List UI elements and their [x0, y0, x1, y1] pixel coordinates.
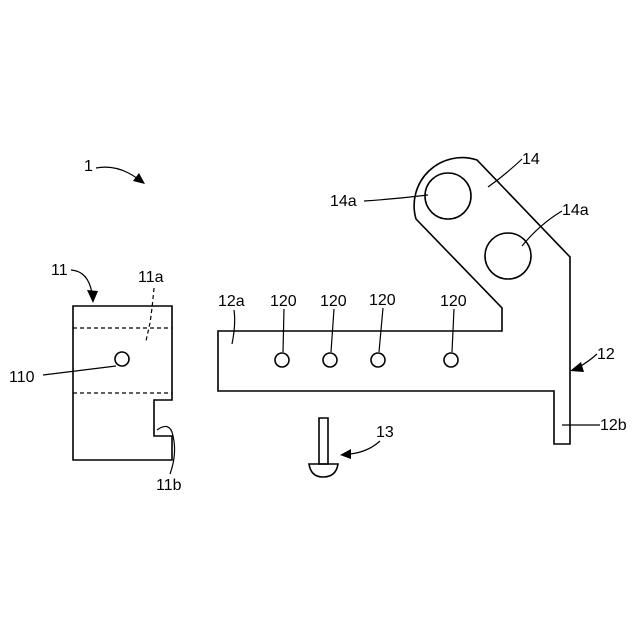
- block-hole: [115, 352, 129, 366]
- plate-hole-leader-3: [379, 308, 383, 352]
- plate-arrowhead: [570, 362, 584, 372]
- bracket-leader: [488, 159, 522, 187]
- screw-shank: [319, 418, 328, 464]
- screw-head: [309, 464, 338, 477]
- plate-label: 12: [597, 346, 615, 363]
- plate-hole-2: [323, 353, 337, 367]
- block-hole-label: 110: [9, 369, 35, 386]
- block-hole-leader: [43, 366, 116, 375]
- block-part: 11 11a 110 11b: [9, 262, 182, 494]
- block-groove-leader: [146, 288, 154, 341]
- block-notch-label: 11b: [156, 477, 182, 494]
- assembly-reference: 1: [84, 158, 145, 184]
- plate-hole-leader-1: [283, 309, 284, 352]
- plate-hole-1: [275, 353, 289, 367]
- assembly-arrowhead: [133, 173, 145, 184]
- screw-label: 13: [376, 424, 394, 441]
- bracket-hole-lower-label: 14a: [562, 202, 589, 219]
- screw-part: 13: [309, 418, 394, 477]
- plate-part: 120 120 120 120 12a 12 12b 14a 14a 14: [218, 151, 627, 444]
- block-leader: [71, 270, 92, 293]
- plate-hole-label-2: 120: [320, 293, 347, 310]
- bracket-hole-lower: [485, 233, 531, 279]
- block-label: 11: [51, 262, 68, 279]
- plate-hole-4: [444, 353, 458, 367]
- screw-arrowhead: [340, 449, 351, 459]
- block-outline: [73, 306, 172, 460]
- plate-hole-3: [371, 353, 385, 367]
- plate-leg-label: 12b: [600, 417, 627, 434]
- assembly-leader: [96, 167, 138, 179]
- screw-leader: [350, 441, 380, 454]
- plate-hole-label-4: 120: [440, 293, 467, 310]
- plate-hole-label-3: 120: [369, 292, 396, 309]
- bracket-label: 14: [522, 151, 540, 168]
- plate-flange-leader: [232, 310, 235, 344]
- assembly-label: 1: [84, 158, 93, 175]
- block-arrowhead: [87, 290, 98, 303]
- plate-hole-label-1: 120: [270, 293, 297, 310]
- bracket-hole-upper: [425, 173, 471, 219]
- block-groove-label: 11a: [138, 269, 164, 286]
- bracket-hole-upper-leader: [364, 195, 428, 201]
- plate-flange-label: 12a: [218, 293, 245, 310]
- bracket-hole-upper-label: 14a: [330, 193, 357, 210]
